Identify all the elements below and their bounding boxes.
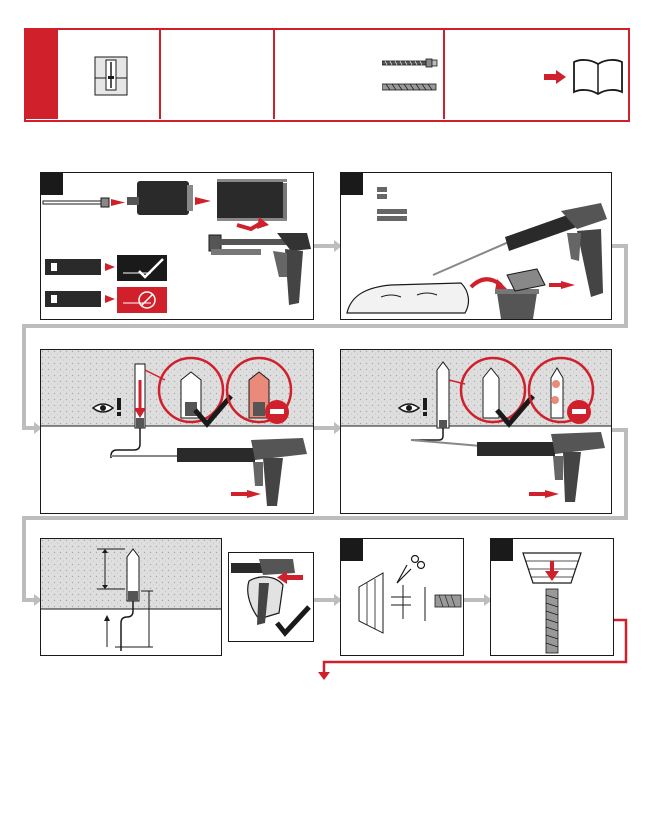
- step-7-panel: [340, 538, 464, 656]
- scissors-icon: [397, 556, 425, 584]
- header-band: [24, 28, 630, 122]
- step-2-panel: [340, 172, 612, 320]
- cartridge-ok-row: [45, 255, 167, 281]
- cartridge-bad-row: [45, 287, 167, 313]
- rebar-icon: [382, 82, 438, 92]
- dispenser-gun: [411, 428, 605, 502]
- drill-hole: [127, 549, 139, 601]
- mixer-nozzle: [43, 198, 109, 207]
- step-3-panel: [40, 349, 314, 514]
- dispenser-gun: [111, 428, 307, 506]
- header-divider-1: [159, 30, 161, 119]
- cut-piston-plug: [359, 573, 383, 633]
- drill-hole: [437, 362, 449, 428]
- open-book-icon: [572, 56, 624, 96]
- step-5-panel: [40, 538, 222, 656]
- header-divider-2: [273, 30, 275, 119]
- waste-bin: [495, 269, 545, 319]
- header-red-tab: [26, 30, 58, 119]
- dispenser-gun-hand: [231, 559, 295, 625]
- waste-bag: [347, 283, 468, 313]
- cartridge-small: [127, 181, 193, 215]
- anchor-in-hole-icon: [94, 56, 128, 96]
- step-1-panel: [40, 172, 314, 320]
- header-divider-3: [443, 30, 445, 119]
- threaded-rod-icon: [382, 58, 438, 68]
- step-4-panel: [340, 349, 612, 514]
- step-5b-panel: [228, 552, 314, 642]
- rebar-vertical: [546, 589, 558, 653]
- dispenser-gun: [209, 233, 311, 305]
- step-8-panel: [490, 538, 614, 656]
- arrow-right-icon: [544, 70, 566, 84]
- cartridge-large: [217, 179, 287, 221]
- stroke-count-icons: [377, 187, 407, 221]
